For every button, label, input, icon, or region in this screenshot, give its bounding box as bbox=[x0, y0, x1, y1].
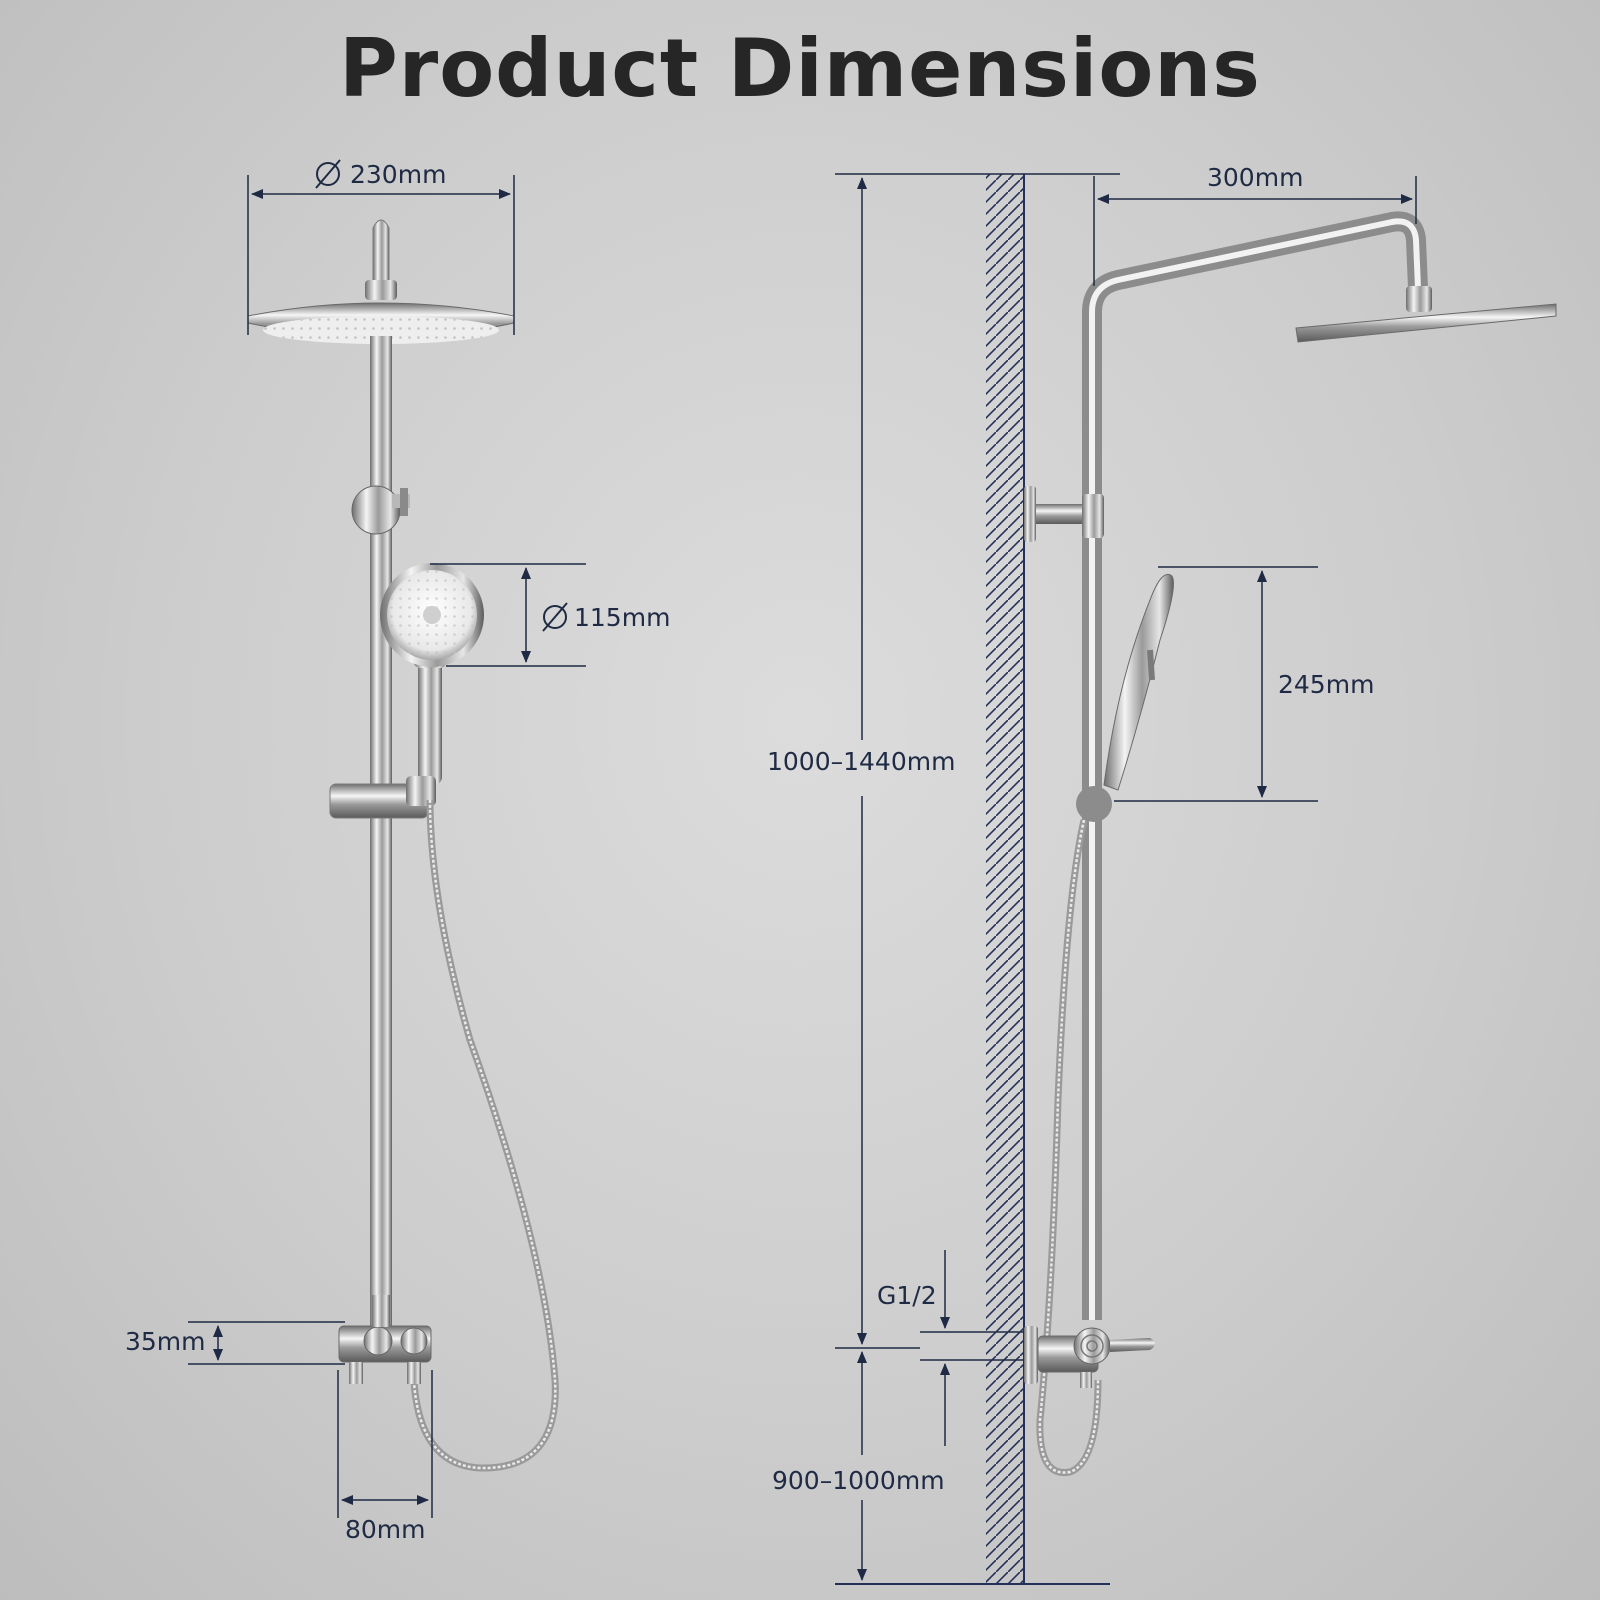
front-view: 230mm 115mm 35mm 80mm bbox=[125, 159, 670, 1544]
overhead-inlet-pipe bbox=[372, 219, 390, 291]
page-title: Product Dimensions bbox=[339, 22, 1261, 115]
arm-length-label: 300mm bbox=[1207, 163, 1303, 192]
dimension-mixer-height: 35mm bbox=[125, 1321, 345, 1365]
side-hand-shower bbox=[1103, 574, 1174, 791]
connection-thread-label: G1/2 bbox=[877, 1281, 937, 1310]
diameter-icon bbox=[315, 159, 341, 189]
mixer-floor-height-label: 900–1000mm bbox=[772, 1466, 945, 1495]
dimension-overhead-diameter: 230mm bbox=[247, 159, 515, 335]
dimension-connection-thread: G1/2 bbox=[877, 1250, 1024, 1446]
overhead-diameter-label: 230mm bbox=[350, 160, 446, 189]
dimension-outlet-spacing: 80mm bbox=[337, 1370, 433, 1544]
mixer-valve bbox=[338, 1295, 432, 1384]
handheld-diameter-label: 115mm bbox=[574, 603, 670, 632]
handheld-length-label: 245mm bbox=[1278, 670, 1374, 699]
total-height-label: 1000–1440mm bbox=[767, 747, 955, 776]
side-view: 300mm 1000–1440mm 245mm G1/2 bbox=[767, 163, 1557, 1585]
side-mixer-valve bbox=[1024, 1326, 1155, 1388]
dimension-arm-length: 300mm bbox=[1093, 163, 1417, 286]
overhead-shower-head bbox=[247, 302, 515, 344]
slide-holder bbox=[329, 776, 436, 819]
side-overhead-shower-head bbox=[1295, 286, 1557, 343]
dimension-total-height: 1000–1440mm bbox=[767, 173, 1120, 1349]
side-slide-knob bbox=[1076, 786, 1112, 822]
outlet-spacing-label: 80mm bbox=[345, 1515, 426, 1544]
side-wall-bracket bbox=[1024, 486, 1104, 542]
mixer-height-label: 35mm bbox=[125, 1327, 206, 1356]
wall-section bbox=[986, 174, 1025, 1584]
dimension-mixer-floor-height: 900–1000mm bbox=[772, 1351, 945, 1581]
dimension-handheld-length: 245mm bbox=[1114, 566, 1374, 802]
wall-bracket bbox=[351, 485, 410, 535]
shower-hose bbox=[410, 799, 559, 1472]
diameter-icon bbox=[542, 602, 568, 632]
side-riser-and-arm bbox=[1082, 211, 1428, 1320]
overhead-swivel-joint bbox=[365, 280, 397, 300]
riser-rail bbox=[370, 336, 392, 1326]
dimension-handheld-diameter: 115mm bbox=[430, 563, 670, 667]
hand-shower bbox=[380, 563, 484, 785]
